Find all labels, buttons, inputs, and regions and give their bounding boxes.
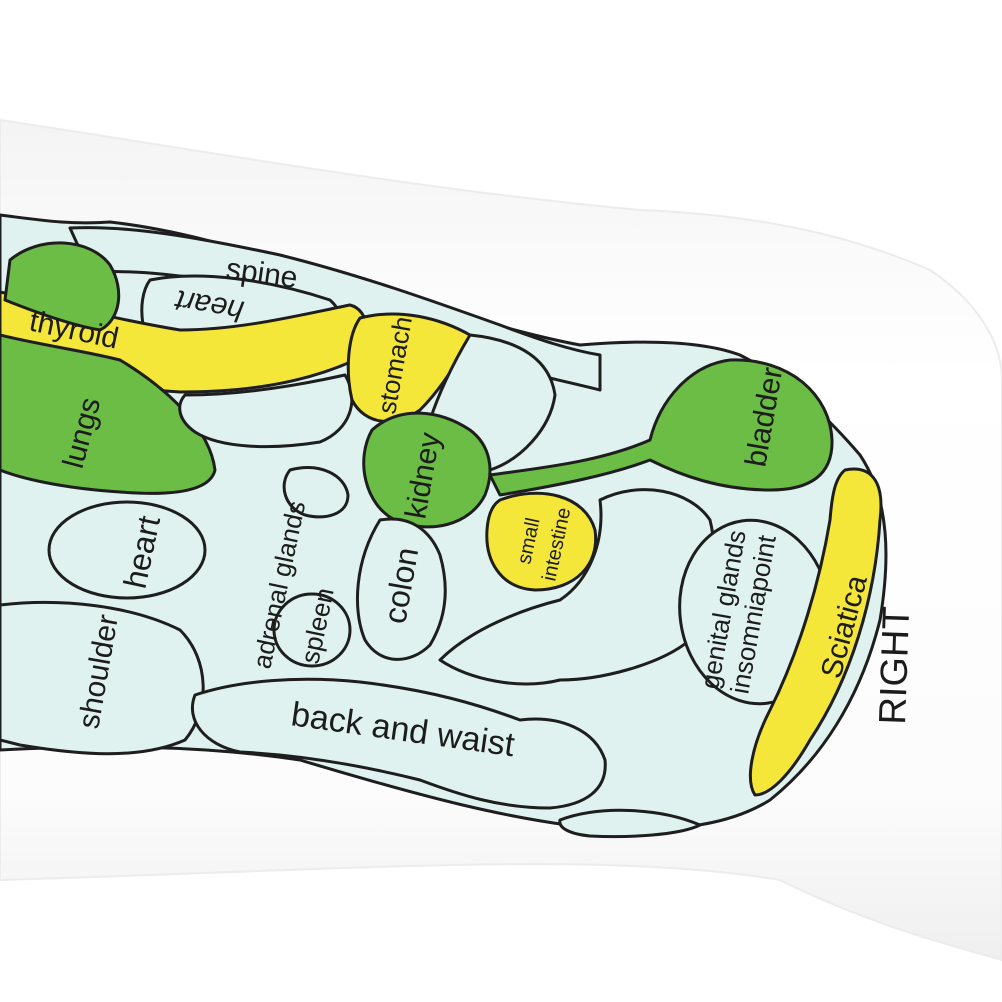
side-label: RIGHT [872, 606, 918, 726]
zone-lungs-upper [3, 241, 121, 332]
zone-small-intestine[interactable] [485, 491, 598, 592]
zone-pad-1 [178, 373, 354, 449]
zone-kidney[interactable] [362, 411, 492, 529]
zone-bladder[interactable] [488, 358, 834, 497]
zone-colon[interactable] [356, 517, 447, 661]
zone-back-and-waist[interactable] [190, 677, 607, 810]
zone-colon-right [438, 488, 716, 686]
zone-adrenal-top [282, 466, 350, 519]
zone-heart[interactable] [47, 500, 207, 600]
zone-heel [558, 808, 702, 839]
zone-sciatica[interactable] [748, 467, 883, 797]
zone-stomach[interactable] [346, 312, 472, 423]
zone-lungs[interactable] [0, 333, 217, 495]
zone-spleen[interactable] [272, 592, 352, 668]
